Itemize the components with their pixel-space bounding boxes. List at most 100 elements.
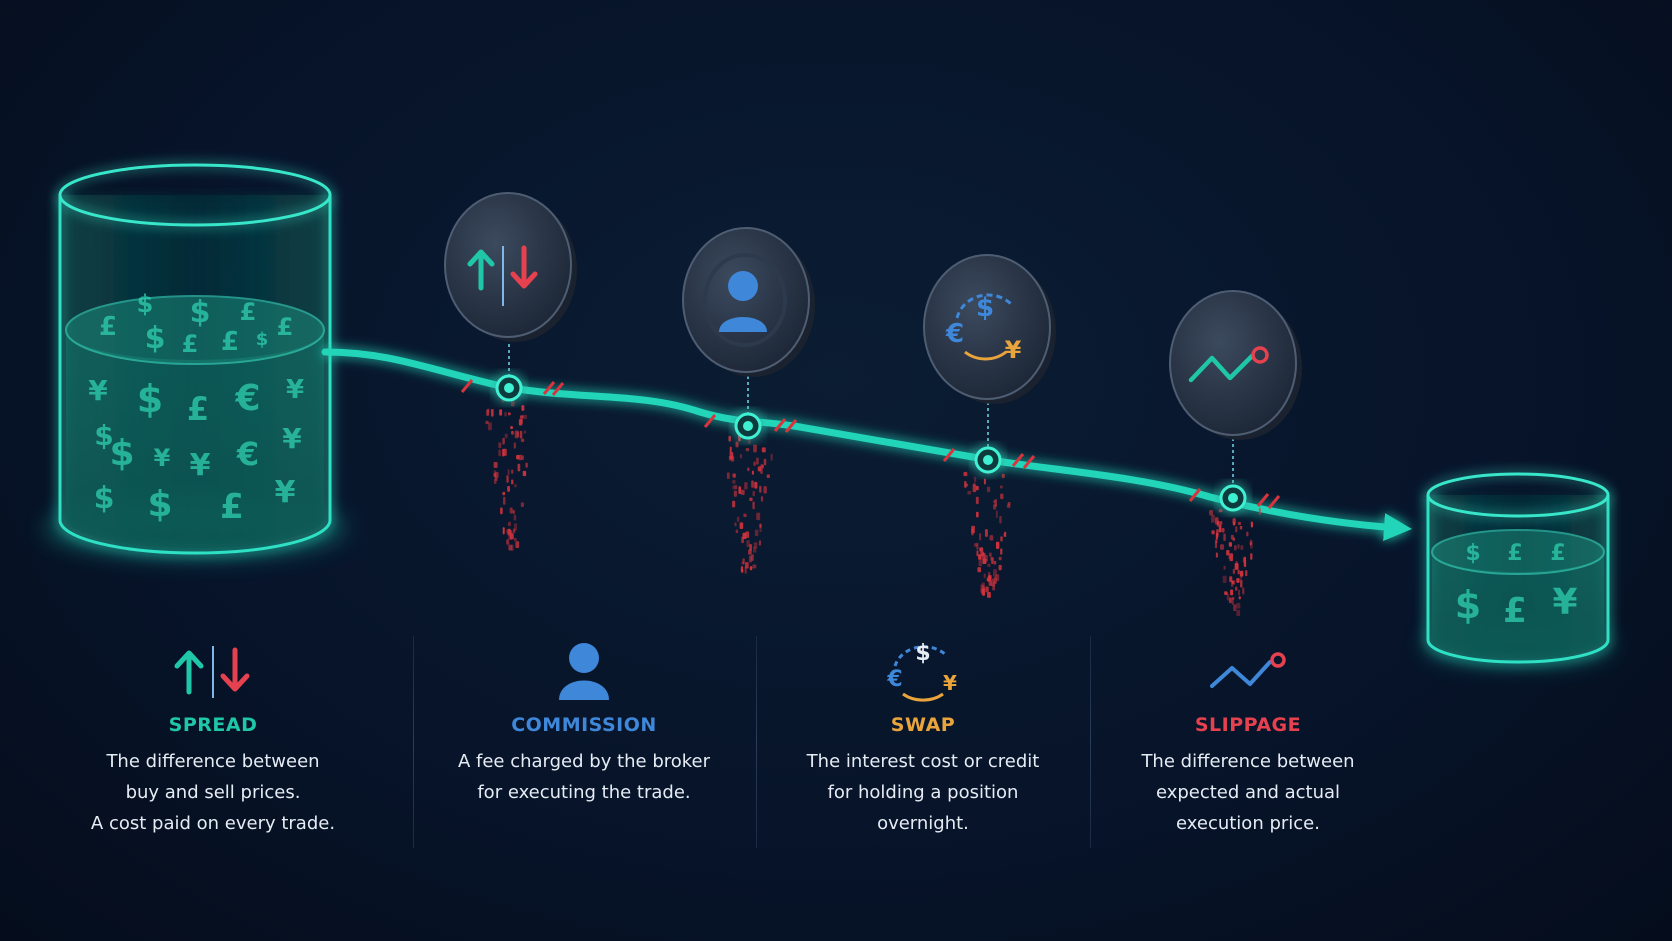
loss-particle [754,481,758,489]
loss-particle [507,469,510,476]
loss-particle [963,471,968,477]
loss-particle [510,530,513,534]
loss-particle [490,409,494,417]
loss-particle [507,521,511,527]
currency-symbol: € [236,435,259,473]
loss-particle [978,533,982,541]
loss-particle [521,405,525,411]
up-down-arrows-icon [467,245,538,306]
loss-particle [754,529,759,537]
loss-particle [493,473,497,478]
loss-particle [502,491,506,496]
loss-particle [732,479,736,484]
loss-particle [1228,597,1232,604]
currency-symbol: ¥ [275,475,296,510]
loss-particle [507,528,511,536]
large-jar [45,163,345,558]
loss-particle [1230,582,1234,588]
loss-particle [1230,589,1234,596]
slippage-column: SLIPPAGE The difference between expected… [1098,636,1398,839]
legend-yen: ¥ [943,671,957,695]
loss-particle [1233,604,1237,612]
loss-particle [999,515,1002,524]
loss-particle [971,528,974,536]
loss-particle [990,556,993,561]
loss-particle [1240,570,1244,577]
loss-particle [994,499,997,508]
desc-line: The interest cost or credit [806,751,1040,772]
loss-particle [517,463,521,472]
loss-particle [749,566,753,571]
loss-particle [1242,587,1245,595]
currency-symbol: € [234,378,260,419]
loss-particle [487,422,492,431]
loss-particle [1007,501,1011,506]
desc-line: buy and sell prices. [125,782,301,803]
loss-particle [511,469,514,474]
loss-particle [498,449,501,457]
loss-particle [523,430,527,434]
loss-particle [986,486,991,493]
loss-particle [1239,525,1243,530]
loss-particle [515,541,520,548]
loss-particle [738,486,742,495]
loss-particle [741,489,745,495]
swap-coin: $ € ¥ [923,254,1056,404]
loss-particle [759,523,762,528]
desc-line: for executing the trade. [477,782,691,803]
loss-particle [519,430,523,439]
swap-column: $ € ¥ SWAP The interest cost or credit f… [773,636,1073,839]
divider-1 [413,636,414,848]
loss-particle [988,574,992,579]
loss-particle [503,496,506,505]
loss-particle [729,452,734,460]
currency-symbol: $ [137,290,154,318]
loss-particle [748,549,752,555]
loss-particle [513,537,517,542]
loss-particle [757,466,762,472]
loss-particle [502,448,507,456]
loss-particle [493,462,498,468]
person-icon [719,271,767,332]
loss-particle [499,409,503,416]
currency-symbol: $ [137,377,163,421]
loss-particle [766,474,770,479]
loss-particle [747,467,750,472]
loss-particle [730,455,735,462]
loss-particle [509,507,513,514]
divider-3 [1090,636,1091,848]
loss-particle [518,454,523,461]
loss-particle [1245,570,1248,577]
commission-column: COMMISSION A fee charged by the broker f… [434,636,734,808]
loss-particle [1226,550,1230,556]
loss-particle [742,532,747,539]
desc-line: The difference between [106,751,320,772]
loss-particle [506,539,510,545]
loss-particle [744,482,748,490]
loss-particle [1238,596,1241,600]
loss-particle [1232,568,1236,575]
loss-particle [1250,553,1253,560]
loss-particle [1223,533,1226,542]
loss-particle [753,444,757,453]
loss-particle [752,564,757,569]
loss-particle [752,546,757,553]
loss-particle [1226,593,1230,601]
desc-line: overnight. [877,813,969,834]
loss-particle [770,453,773,461]
loss-particle [1236,609,1241,617]
loss-particle [1235,560,1238,566]
loss-particle [1230,534,1234,540]
loss-particle [513,483,517,488]
loss-particle [1215,552,1218,558]
loss-particle [975,496,979,505]
small-jar [1423,472,1613,665]
loss-particle [756,512,761,521]
loss-particle [983,478,986,485]
loss-particle [976,550,979,557]
loss-particle [746,540,750,547]
loss-particle [998,556,1002,561]
loss-particle [742,558,745,564]
loss-particle [982,552,986,560]
currency-symbol: $ [147,484,172,525]
